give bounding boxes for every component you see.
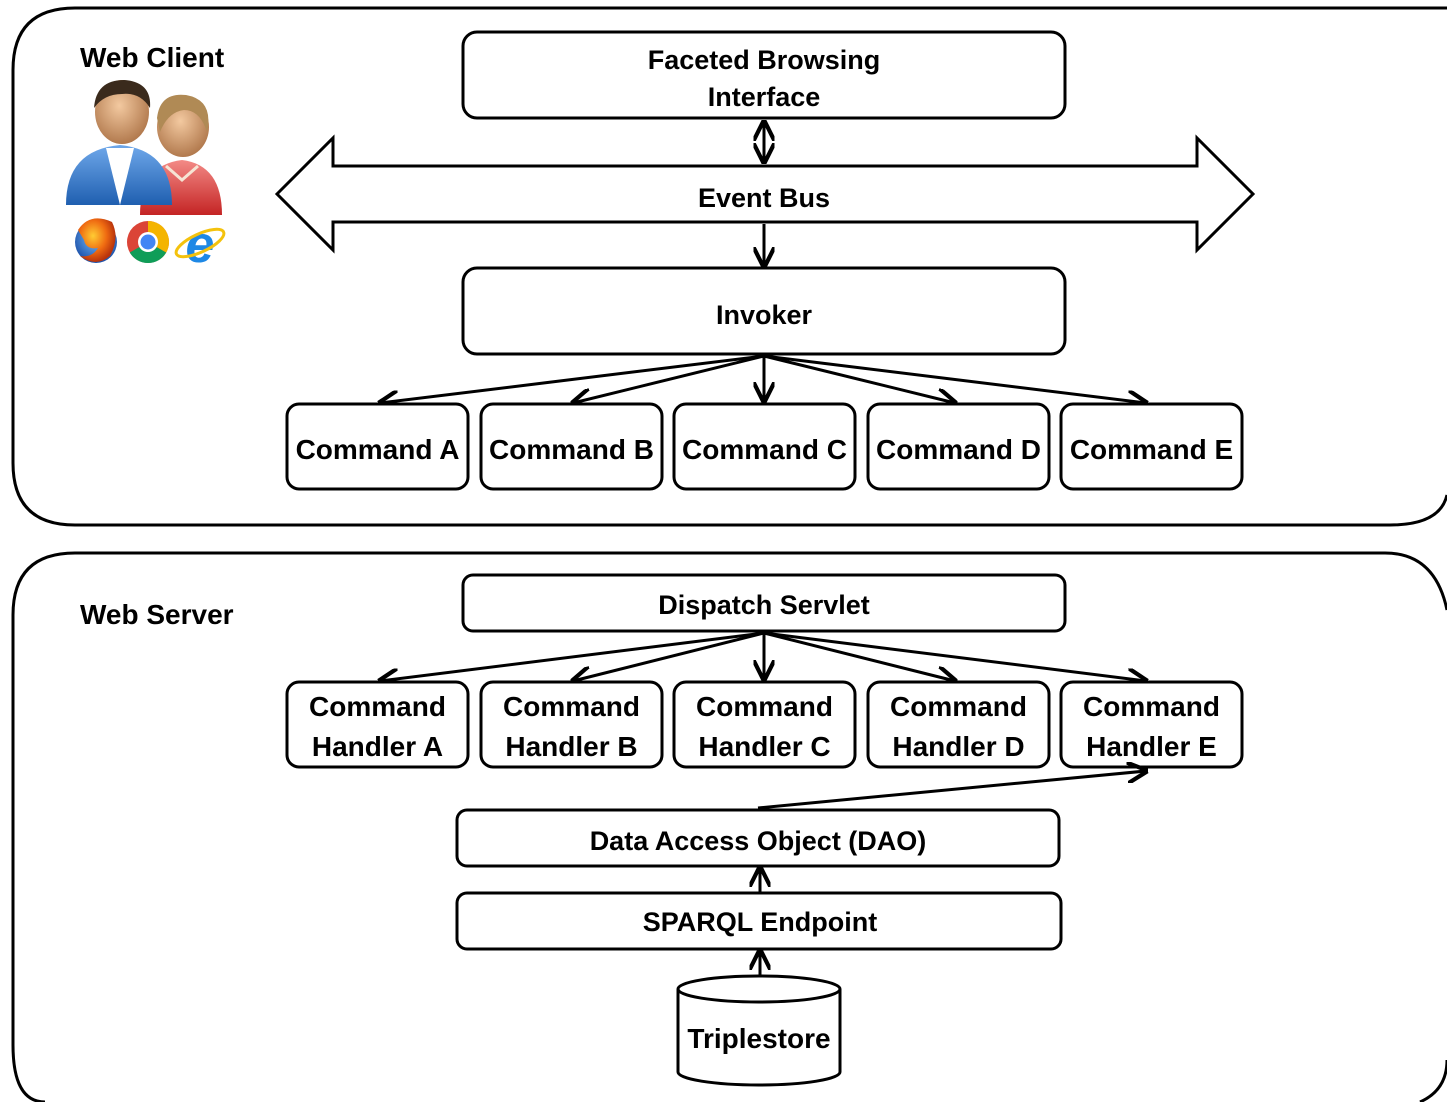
- svg-text:e: e: [186, 216, 215, 274]
- firefox-icon: [75, 218, 117, 263]
- command-handler-a-box: Command Handler A: [285, 680, 470, 769]
- dao-box: Data Access Object (DAO): [455, 808, 1061, 868]
- command-handler-b-line1: Command: [503, 691, 640, 722]
- command-a-label: Command A: [296, 434, 460, 465]
- command-handler-d-line2: Handler D: [892, 731, 1024, 762]
- command-handler-c-line2: Handler C: [698, 731, 830, 762]
- users-icon: [66, 80, 222, 215]
- invoker-label: Invoker: [716, 300, 813, 330]
- faceted-label-line1: Faceted Browsing: [648, 45, 881, 75]
- command-c-label: Command C: [682, 434, 847, 465]
- command-handler-e-box: Command Handler E: [1059, 680, 1244, 769]
- dispatch-servlet-label: Dispatch Servlet: [658, 590, 870, 620]
- triplestore-label: Triplestore: [687, 1023, 830, 1054]
- command-b-label: Command B: [489, 434, 654, 465]
- command-handler-c-line1: Command: [696, 691, 833, 722]
- command-e-box: Command E: [1059, 402, 1244, 491]
- command-e-label: Command E: [1070, 434, 1233, 465]
- command-a-box: Command A: [285, 402, 470, 491]
- web-client-label: Web Client: [80, 42, 224, 73]
- sparql-endpoint-box: SPARQL Endpoint: [455, 891, 1063, 951]
- web-client-panel: Web Client e: [11, 6, 1447, 527]
- command-handler-e-line2: Handler E: [1086, 731, 1217, 762]
- dao-label: Data Access Object (DAO): [590, 826, 927, 856]
- command-handler-b-line2: Handler B: [505, 731, 637, 762]
- command-b-box: Command B: [479, 402, 664, 491]
- chrome-icon: [127, 221, 170, 264]
- event-bus-label: Event Bus: [698, 183, 830, 213]
- invoker-command-connectors: [380, 354, 1146, 403]
- web-server-panel: Web Server Dispatch Servlet Command Hand…: [11, 551, 1447, 1102]
- command-d-label: Command D: [876, 434, 1041, 465]
- dispatch-handler-connectors: [380, 631, 1146, 681]
- sparql-endpoint-label: SPARQL Endpoint: [643, 907, 877, 937]
- command-handler-b-box: Command Handler B: [479, 680, 664, 769]
- invoker-box: Invoker: [461, 266, 1067, 356]
- triplestore-cylinder: Triplestore: [676, 974, 842, 1087]
- command-handler-d-line1: Command: [890, 691, 1027, 722]
- command-handler-a-line2: Handler A: [312, 731, 443, 762]
- faceted-label-line2: Interface: [708, 82, 821, 112]
- command-c-box: Command C: [672, 402, 857, 491]
- command-handler-e-line1: Command: [1083, 691, 1220, 722]
- event-bus-arrow: Event Bus: [274, 134, 1256, 254]
- dao-handler-connector: [757, 771, 1146, 810]
- command-handler-d-box: Command Handler D: [866, 680, 1051, 769]
- command-d-box: Command D: [866, 402, 1051, 491]
- command-handler-c-box: Command Handler C: [672, 680, 857, 769]
- internet-explorer-icon: e: [174, 216, 226, 274]
- faceted-browsing-interface-box: Faceted Browsing Interface: [461, 30, 1067, 120]
- web-server-label: Web Server: [80, 599, 234, 630]
- command-handler-a-line1: Command: [309, 691, 446, 722]
- dispatch-servlet-box: Dispatch Servlet: [461, 573, 1067, 633]
